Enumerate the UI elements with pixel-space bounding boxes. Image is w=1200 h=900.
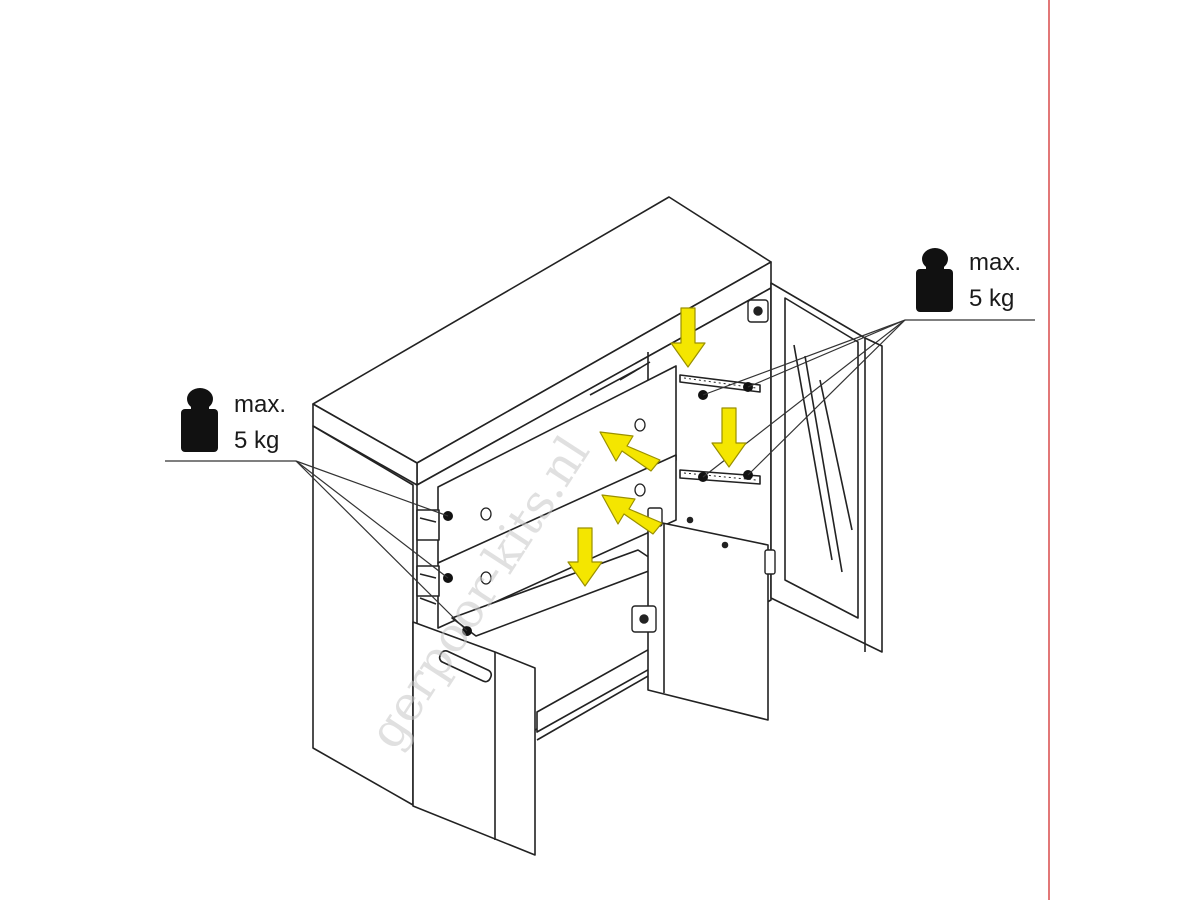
socket [480,571,492,585]
door-center-open [647,519,769,721]
cabinet-drawing [312,196,883,856]
down-arrow-icon [711,407,747,468]
dowel-sockets [480,418,646,585]
glass-reflection-2 [804,355,843,573]
glass-reflection-1 [793,344,833,561]
leader-right-3 [747,319,906,476]
runner-detail-1 [419,517,437,523]
weight-icon [916,248,953,312]
leader-right-1 [747,319,906,388]
socket [480,507,492,521]
weight-label-value: 5 kg [234,427,279,454]
weight-callout-right: max. 5 kg [916,248,1021,312]
door-center-hole-1 [686,516,694,524]
shelf-lower-dots [683,472,757,481]
hinge-icon [747,299,769,323]
leader-right-2 [702,319,906,396]
door-left-open [412,621,536,856]
weight-icon [181,388,218,452]
door-right-glass-inner [784,297,859,619]
door-center-hole-2 [721,541,729,549]
assembly-arrows [567,307,747,587]
diagonal-arrow-icon [601,494,663,535]
weight-label-max: max. [969,249,1021,276]
leader-left-1 [295,460,449,517]
socket [634,418,646,432]
runner-detail-3 [419,597,437,605]
leader-left-2 [295,460,449,579]
leader-left-3 [295,460,468,632]
down-arrow-icon [670,307,706,368]
weight-label-max: max. [234,391,286,418]
weight-callout-left: max. 5 kg [181,388,286,454]
weight-label-value: 5 kg [969,285,1014,312]
plinth-edge [536,667,663,741]
socket [634,483,646,497]
handle-icon [438,649,493,683]
diagonal-arrow-icon [599,431,661,472]
interior-shelf-line-2 [589,367,641,396]
glass-reflection-3 [819,379,853,531]
down-arrow-icon [567,527,603,587]
hinge-icon [764,549,776,575]
hinge-icon [631,605,657,633]
runner-upper [416,509,440,541]
runner-detail-2 [419,573,437,579]
